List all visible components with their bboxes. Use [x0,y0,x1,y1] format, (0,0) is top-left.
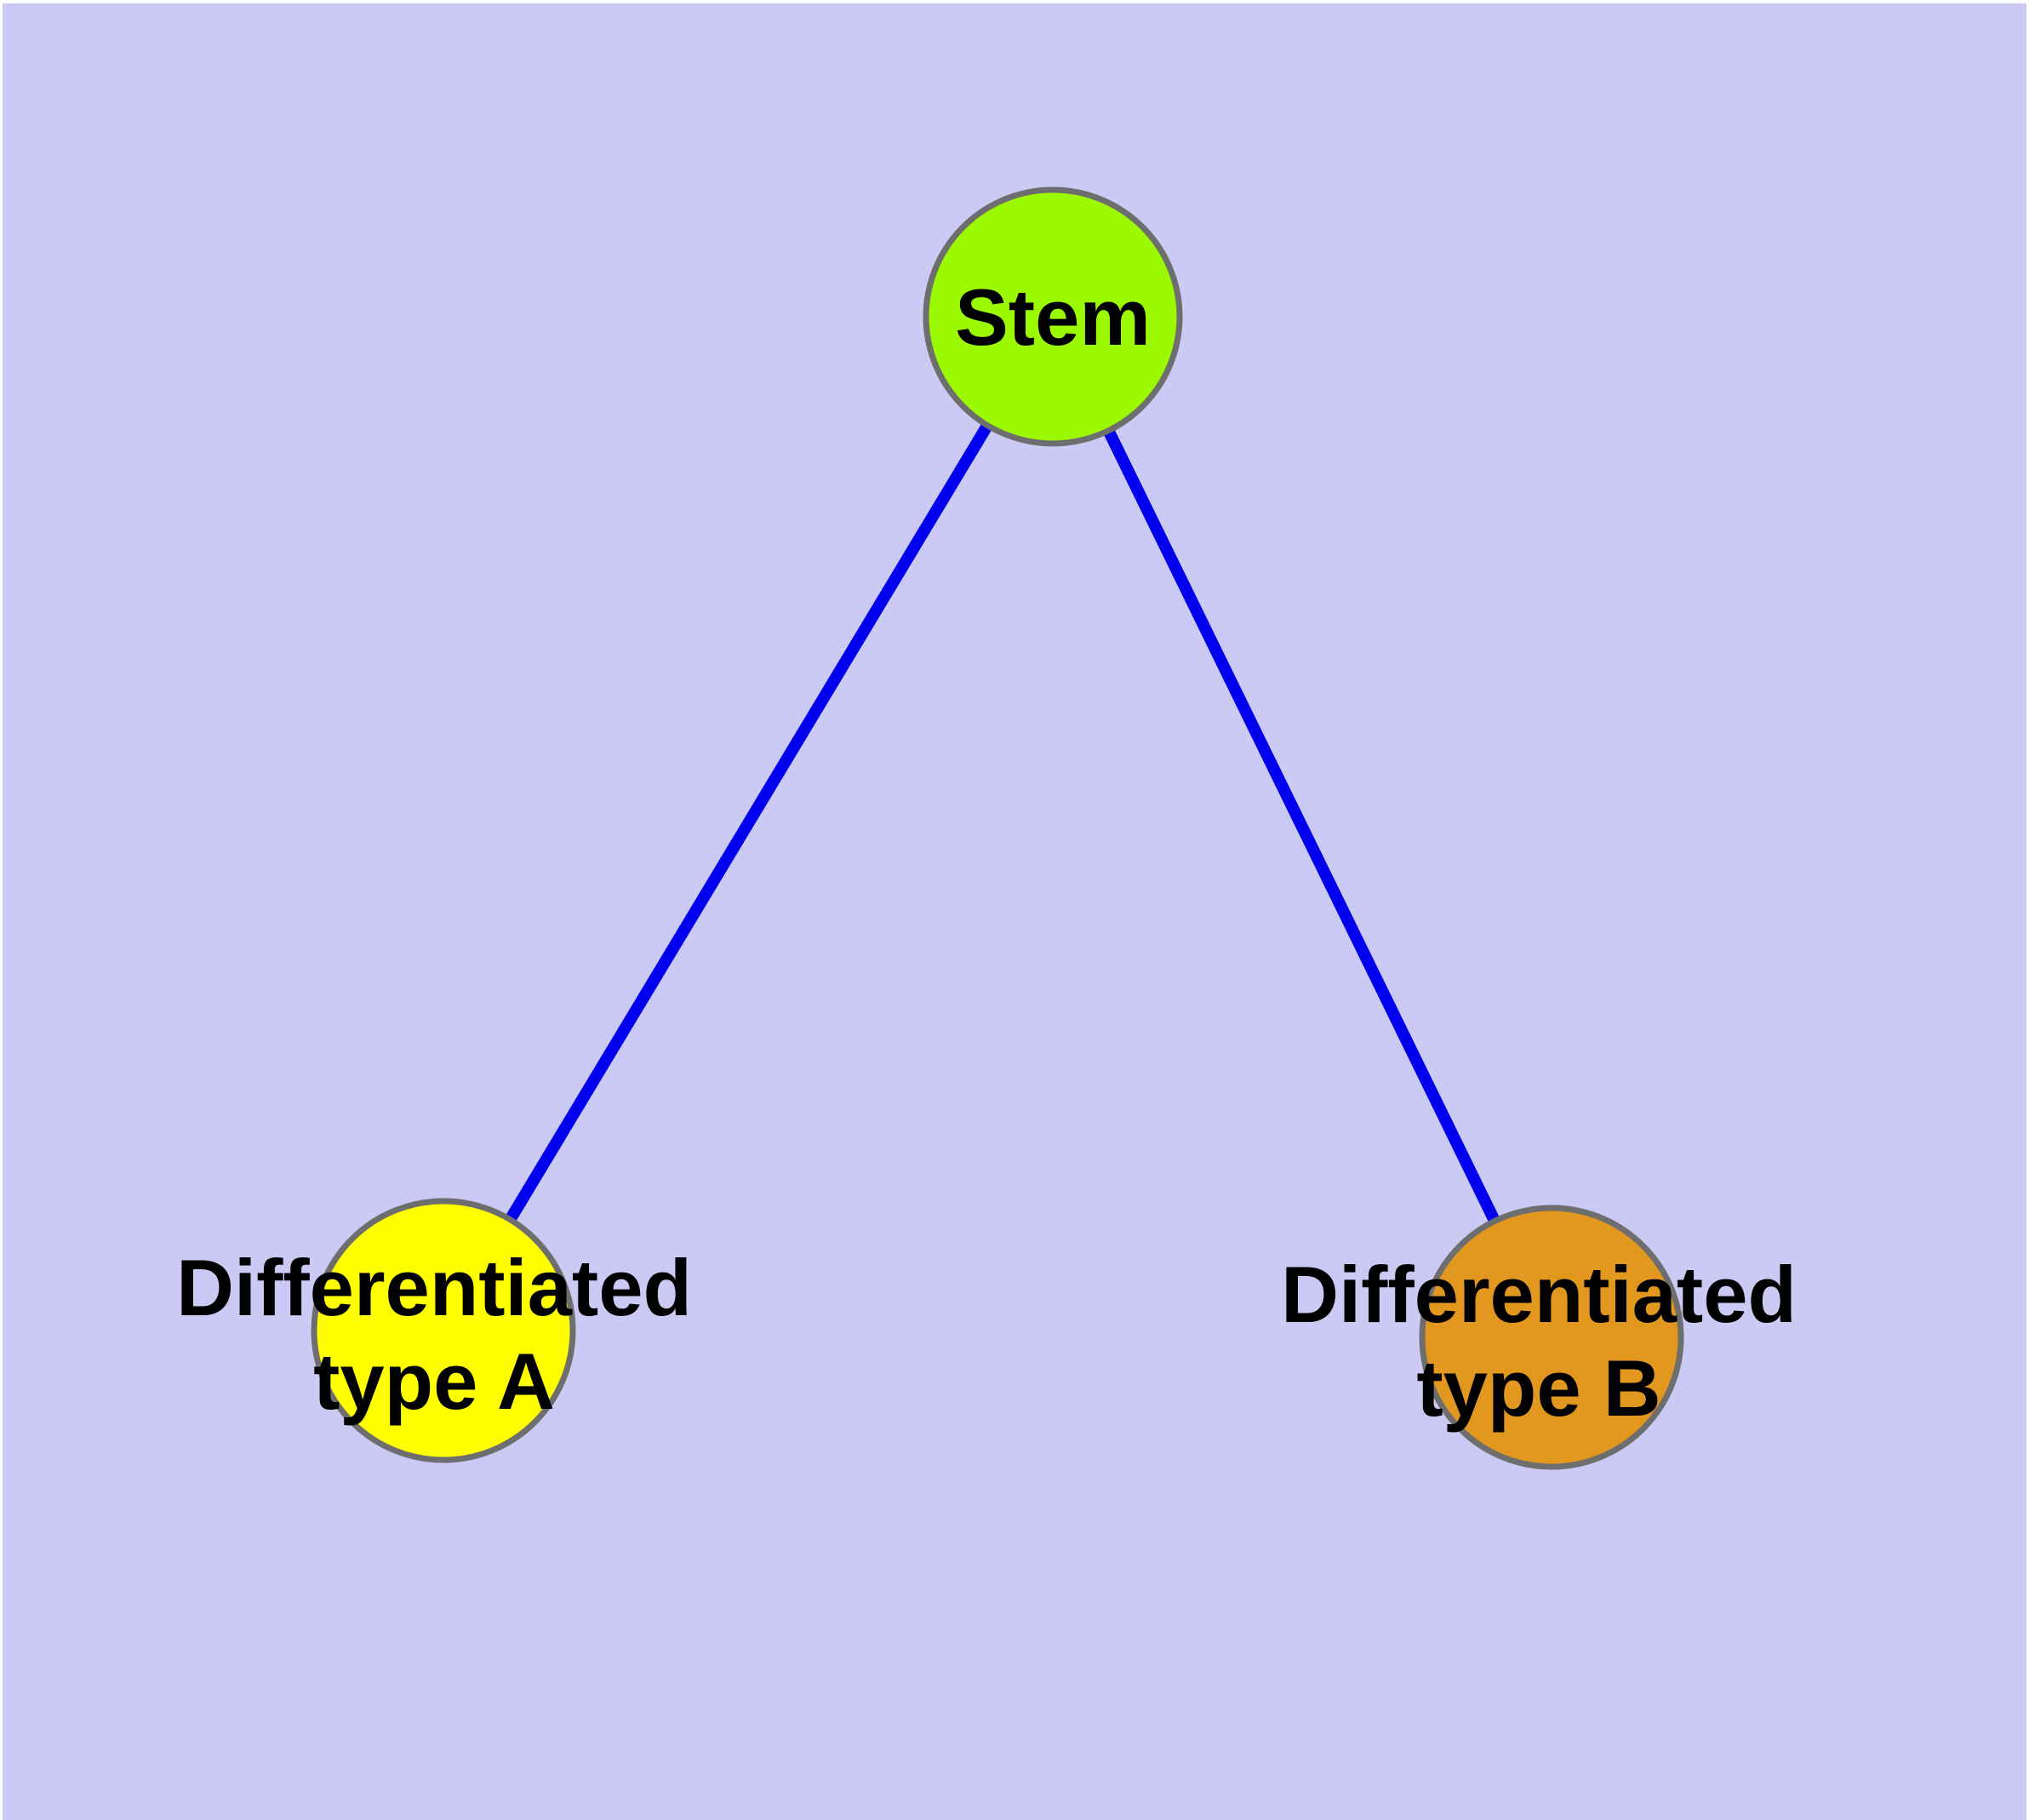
node-stem-circle [923,186,1183,447]
node-differentiated-type-b-label: Differentiated type B [1281,1250,1797,1433]
node-differentiated-type-a-label: Differentiated type A [176,1243,692,1426]
node-differentiated-type-b-circle [1419,1205,1684,1470]
node-stem-label: Stem [955,272,1151,362]
edge-stem-to-differentiated-type-a [438,313,1058,1334]
node-differentiated-type-a-circle [311,1198,576,1463]
edge-stem-to-differentiated-type-b [1047,313,1557,1341]
